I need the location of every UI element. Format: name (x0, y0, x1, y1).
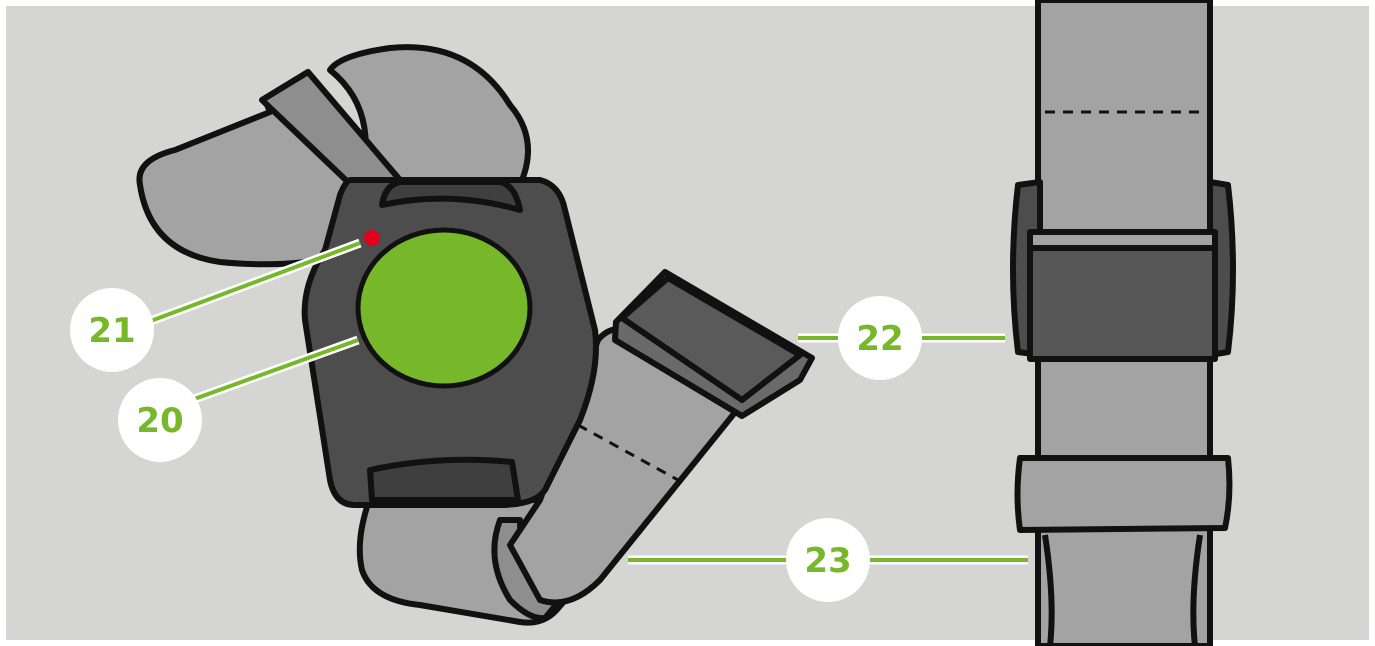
strap-end-buckle-top (619, 275, 803, 403)
status-led (364, 230, 380, 246)
strap-keeper (1014, 455, 1233, 533)
strap-clip-band (1027, 232, 1218, 362)
housing-top-notch (379, 179, 523, 213)
strap-right (507, 325, 748, 606)
callout-circle-21 (70, 288, 154, 372)
callout-circle-22 (838, 296, 922, 380)
strap-clip-bar (1027, 229, 1218, 251)
callout-label-21: 21 (88, 311, 135, 351)
callout-20: 20 (118, 335, 360, 462)
callout-line-20-inner (185, 338, 359, 404)
strap-top (327, 44, 531, 188)
callout-circle-20 (118, 378, 202, 462)
callout-circle-23 (786, 518, 870, 602)
callout-21: 21 (70, 238, 362, 372)
callout-label-20: 20 (136, 401, 183, 441)
callout-22: 22 (798, 296, 1005, 380)
strap-detail (1010, 0, 1236, 646)
callout-line-21-inner (147, 241, 361, 324)
strap-stitch-left (577, 423, 679, 482)
callout-label-23: 23 (804, 541, 851, 581)
alarm-button[interactable] (355, 227, 533, 389)
strap-bottom-fold (1042, 534, 1203, 646)
callout-label-22: 22 (856, 319, 903, 359)
callout-23: 23 (628, 518, 1028, 602)
housing-bottom-notch (367, 456, 521, 503)
